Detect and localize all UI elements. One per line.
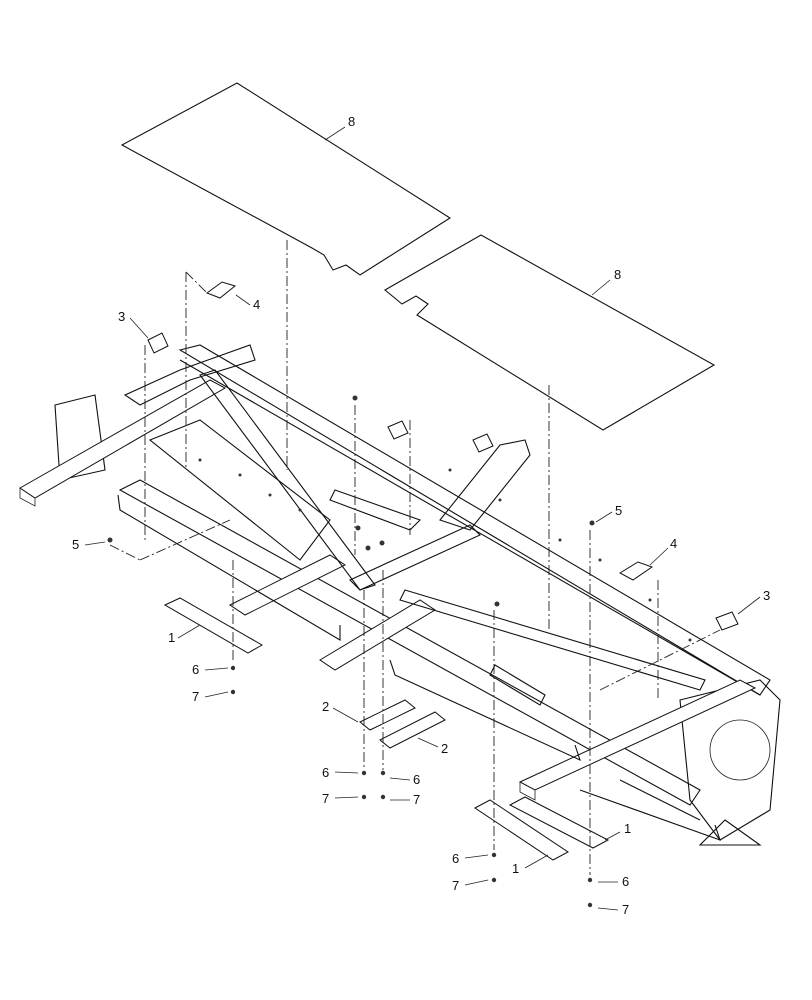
callout-5-left: 5 [72,537,79,552]
plate-2-right [379,711,446,749]
header-frame [19,344,781,846]
callout-2-left: 2 [322,699,329,714]
strip-1-right-a [474,799,569,861]
callout-6-left: 6 [192,662,199,677]
clip-3-right [715,611,739,631]
bolt-5-left [107,537,113,543]
callout-4-right: 4 [670,536,677,551]
callout-6-center-left: 6 [322,765,329,780]
callout-7-center-right: 7 [413,792,420,807]
callout-7-left: 7 [192,689,199,704]
clip-3-left [147,332,169,354]
bracket-4-top [205,281,237,299]
callout-3-right: 3 [763,588,770,603]
plate-2-left [359,699,416,731]
alignment-lines [109,240,721,875]
panel-right [384,234,716,431]
bracket-4-right [618,561,654,581]
clip-3-center-a [387,420,409,440]
callout-8-right: 8 [614,267,621,282]
callout-2-right: 2 [441,741,448,756]
clip-3-center-b [472,433,494,453]
callout-1-bottom-right: 1 [624,821,631,836]
strip-1-left [163,597,264,654]
bolt-5-right [589,520,595,526]
callout-1-bottom-left: 1 [512,861,519,876]
callout-6-bottom-right: 6 [622,874,629,889]
callout-4-top: 4 [253,297,260,312]
leader-lines [84,126,761,911]
panel-left [120,82,452,276]
callout-3-left: 3 [118,309,125,324]
callout-6-center-right: 6 [413,772,420,787]
callout-7-bottom-left: 7 [452,878,459,893]
callout-1-left: 1 [168,630,175,645]
callout-6-bottom-left: 6 [452,851,459,866]
callout-7-bottom-right: 7 [622,902,629,917]
callout-8-left: 8 [348,114,355,129]
callout-7-center-left: 7 [322,791,329,806]
callout-5-right: 5 [615,503,622,518]
strip-1-right-b [508,796,610,849]
